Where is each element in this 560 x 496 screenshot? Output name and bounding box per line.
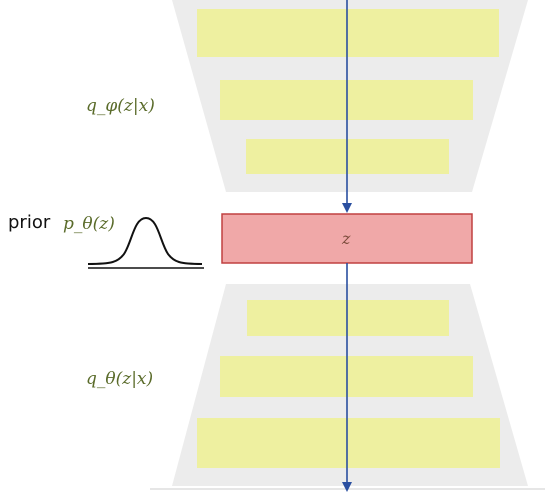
decoder-arrow-head	[342, 482, 352, 492]
latent-label: z	[342, 229, 351, 248]
encoder-arrow-head	[342, 203, 352, 213]
encoder-label: q_φ(z|x)	[86, 96, 155, 116]
decoder-layer-1	[247, 300, 449, 336]
prior-formula: p_θ(z)	[63, 214, 115, 234]
decoder-label: q_θ(z|x)	[86, 369, 154, 389]
decoder-layer-3	[197, 418, 500, 468]
gaussian-curve-icon	[87, 216, 203, 265]
prior-word: prior	[8, 212, 51, 233]
encoder-layer-1	[197, 9, 499, 57]
